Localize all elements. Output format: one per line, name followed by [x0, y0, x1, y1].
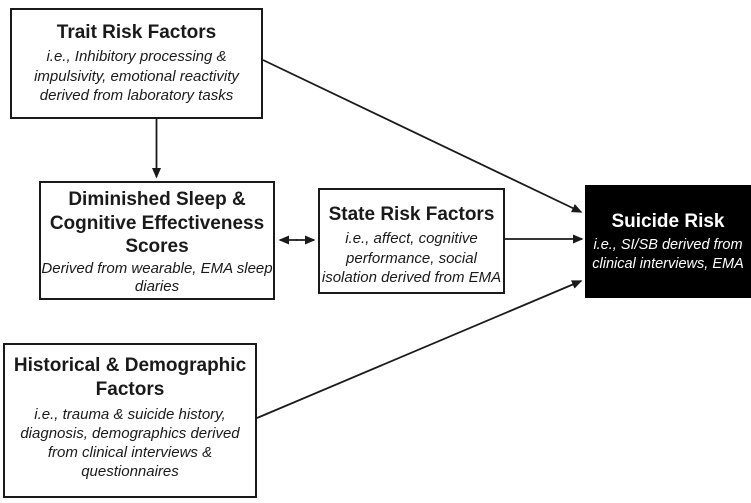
suicide-box-title: Suicide Risk	[611, 210, 725, 232]
state-box-title: State Risk Factors	[328, 204, 495, 225]
sleep-box-title: Diminished Sleep & Cognitive Effectivene…	[49, 189, 265, 258]
arrow-historical-to-suicide	[256, 280, 583, 419]
historical-box-subtitle: i.e., trauma & suicide history, diagnosi…	[20, 405, 240, 481]
trait-box-title: Trait Risk Factors	[56, 22, 217, 43]
box-trait-risk-factors: Trait Risk Factors i.e., Inhibitory proc…	[10, 8, 263, 119]
box-state-risk-factors: State Risk Factors i.e., affect, cogniti…	[318, 188, 505, 294]
box-suicide-risk: Suicide Risk i.e., SI/SB derived from cl…	[585, 185, 751, 298]
box-diminished-sleep: Diminished Sleep & Cognitive Effectivene…	[39, 181, 275, 300]
historical-box-title: Historical & Demographic Factors	[13, 355, 247, 401]
trait-box-subtitle: i.e., Inhibitory processing & impulsivit…	[34, 48, 239, 104]
state-box-subtitle: i.e., affect, cognitive performance, soc…	[321, 230, 502, 286]
box-historical-demographic-factors: Historical & Demographic Factors i.e., t…	[3, 343, 257, 498]
sleep-box-subtitle: Derived from wearable, EMA sleep diaries	[41, 259, 273, 295]
suicide-box-subtitle: i.e., SI/SB derived from clinical interv…	[592, 237, 744, 272]
